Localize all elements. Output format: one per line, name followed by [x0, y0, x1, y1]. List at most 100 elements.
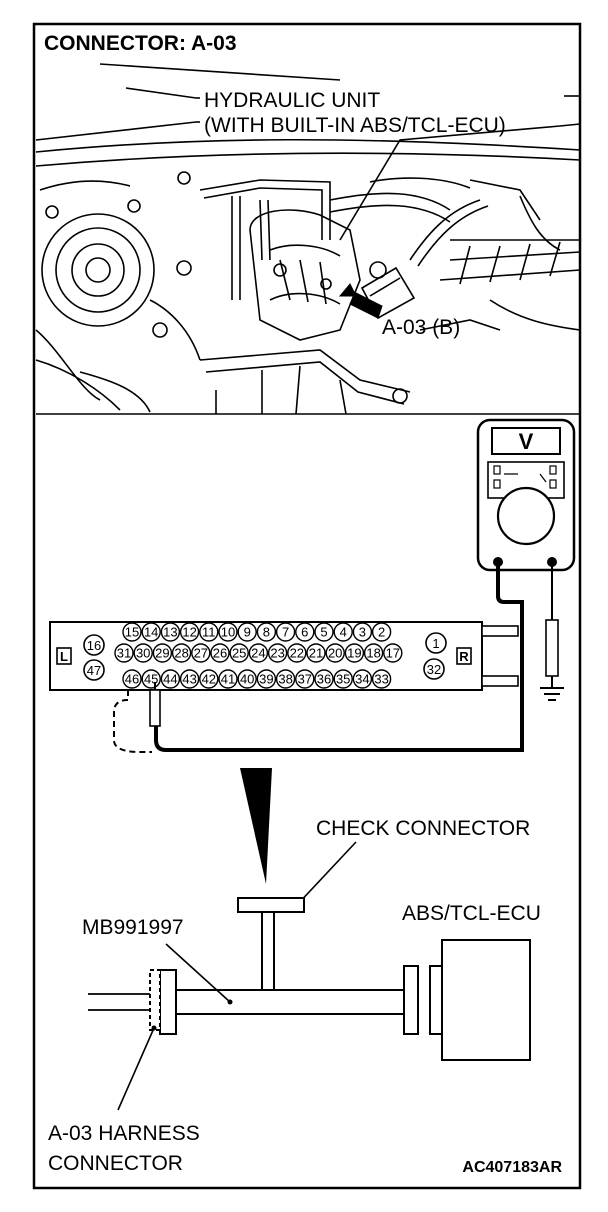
pin-circle-22	[287, 643, 307, 663]
pin-13: 13	[163, 625, 177, 640]
pin-30: 30	[136, 646, 150, 661]
harness-plug-ecu-side	[403, 965, 419, 1035]
harness-connector-sublabel: CONNECTOR	[48, 1152, 183, 1175]
pin-circle-31	[114, 643, 134, 663]
check-connector-leader	[295, 841, 357, 907]
pin-circle-42	[199, 669, 219, 689]
voltmeter-jack-left	[493, 557, 503, 567]
pin-44: 44	[163, 672, 177, 687]
pin-circle-25	[229, 643, 249, 663]
pin-2: 2	[378, 625, 385, 640]
pin-circle-35	[333, 669, 353, 689]
pin-circle-28	[171, 643, 192, 663]
pin-circle-3	[352, 622, 373, 642]
pin-23: 23	[270, 646, 284, 661]
voltmeter-jack-right	[547, 557, 557, 567]
pin-circle-8	[256, 622, 277, 642]
ground-symbol	[540, 676, 564, 701]
hydraulic-unit-label: HYDRAULIC UNIT	[204, 89, 380, 112]
pin-5: 5	[320, 625, 327, 640]
connector-pointer-arrow	[338, 283, 383, 319]
pin-45: 45	[144, 672, 158, 687]
pin-27: 27	[194, 646, 208, 661]
pin-circle-29	[152, 643, 173, 663]
tool-number-label: MB991997	[82, 916, 184, 939]
pin-circle-14	[141, 622, 161, 642]
pin-32: 32	[427, 662, 441, 677]
ecu-label: ABS/TCL-ECU	[402, 902, 541, 925]
pin-39: 39	[259, 672, 273, 687]
pin-6: 6	[301, 625, 308, 640]
pin-circle-2	[371, 622, 392, 642]
abs-tcl-ecu-box	[441, 939, 531, 1061]
pin-25: 25	[232, 646, 246, 661]
pin-35: 35	[336, 672, 350, 687]
pin-43: 43	[182, 672, 196, 687]
voltmeter-dial	[496, 486, 556, 546]
pin-20: 20	[328, 646, 342, 661]
tool-number-leader	[165, 943, 231, 1003]
view-direction-pointer	[240, 768, 272, 884]
pin-circle-6	[295, 622, 315, 642]
pin-19: 19	[347, 646, 361, 661]
pin-circle-15	[122, 622, 142, 642]
harness-connector-label: A-03 HARNESS	[48, 1122, 200, 1145]
pin-12: 12	[182, 625, 196, 640]
a03-harness-connector	[149, 969, 161, 1031]
pin-47: 47	[87, 663, 101, 678]
pin-circle-21	[306, 643, 326, 663]
pin-circle-24	[248, 643, 269, 663]
probe-jumper-dashed	[113, 690, 152, 753]
pin-15: 15	[125, 625, 139, 640]
side-marker-left	[56, 647, 72, 665]
pin-circle-37	[295, 669, 315, 689]
harness-connector-leader	[117, 1027, 155, 1111]
connector-tab-upper	[481, 625, 519, 637]
voltmeter-symbol: V	[519, 429, 534, 454]
pin-31: 31	[117, 646, 131, 661]
ecu-connector-body	[429, 965, 443, 1035]
pin-circle-23	[267, 643, 288, 663]
pin-circle-10	[218, 622, 238, 642]
check-connector-cable	[261, 912, 275, 990]
pin-circle-11	[199, 622, 219, 642]
pin-24: 24	[251, 646, 265, 661]
pin-circle-38	[275, 669, 296, 689]
positive-test-lead	[154, 566, 524, 752]
side-marker-left-text: L	[60, 649, 68, 664]
test-probe	[149, 689, 161, 727]
pin-circle-19	[344, 643, 365, 663]
pin-8: 8	[263, 625, 270, 640]
figure-code: AC407183AR	[462, 1159, 562, 1176]
pin-14: 14	[144, 625, 158, 640]
pin-28: 28	[174, 646, 188, 661]
pin-17: 17	[386, 646, 400, 661]
pin-circle-12	[179, 622, 200, 642]
pin-22: 22	[290, 646, 304, 661]
pin-4: 4	[340, 625, 347, 640]
pin-36: 36	[317, 672, 331, 687]
pin-circle-13	[160, 622, 181, 642]
pin-10: 10	[221, 625, 235, 640]
pin-circle-36	[314, 669, 334, 689]
pin-21: 21	[309, 646, 323, 661]
pin-40: 40	[240, 672, 254, 687]
check-connector	[237, 897, 305, 913]
pin-38: 38	[278, 672, 292, 687]
pin-circle-43	[179, 669, 200, 689]
pin-29: 29	[155, 646, 169, 661]
pin-34: 34	[355, 672, 369, 687]
pin-26: 26	[213, 646, 227, 661]
pin-circle-27	[191, 643, 211, 663]
figure-title: CONNECTOR: A-03	[44, 32, 237, 55]
engine-bay-leaders	[196, 97, 561, 241]
pin-circle-26	[210, 643, 230, 663]
negative-probe	[545, 619, 559, 677]
pin-37: 37	[298, 672, 312, 687]
vehicle-harness	[88, 993, 150, 1011]
pin-circle-33	[371, 669, 392, 689]
connector-a03b-label: A-03 (B)	[382, 316, 460, 339]
